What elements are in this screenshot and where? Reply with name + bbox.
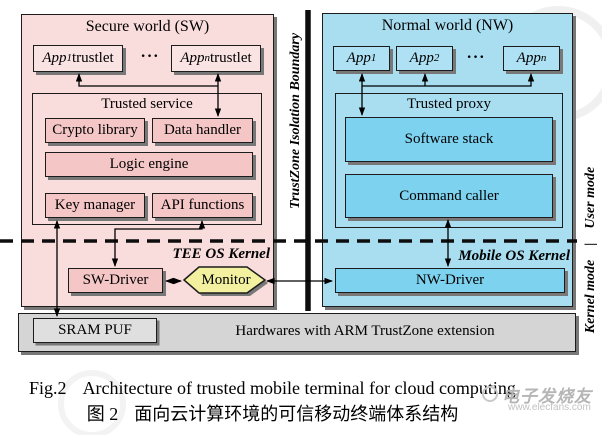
monitor-hexagon-body <box>182 266 267 294</box>
key-manager-box: Key manager <box>45 193 145 218</box>
nw-appn-subscript: n <box>540 52 547 64</box>
monitor-hexagon: Monitor <box>182 265 269 299</box>
normal-apps-ellipsis: ··· <box>466 49 486 66</box>
software-stack-box: Software stack <box>345 117 553 162</box>
mobile-os-kernel-label: Mobile OS Kernel <box>458 248 570 264</box>
monitor-hexagon-shape <box>182 266 268 296</box>
secure-apps-ellipsis: ··· <box>140 48 160 65</box>
nw-app1-name: App <box>346 50 371 66</box>
nw-app2-name: App <box>409 50 434 66</box>
appn-trustlet-subscript: n <box>204 52 211 64</box>
caption-cn-title: 面向云计算环境的可信移动终端体系结构 <box>134 404 459 424</box>
command-caller-box: Command caller <box>345 174 553 218</box>
sram-puf-box: SRAM PUF <box>33 318 157 343</box>
secure-world-title: Secure world (SW) <box>85 18 210 35</box>
nw-app2-subscript: 2 <box>433 52 440 64</box>
logic-engine-box: Logic engine <box>45 152 253 177</box>
caption-chinese: 图 2 面向云计算环境的可信移动终端体系结构 <box>0 400 545 426</box>
watermark-logo-icon <box>482 386 498 402</box>
watermark-ring-decoration <box>58 370 126 435</box>
caption-fig-title: Architecture of trusted mobile terminal … <box>82 378 516 398</box>
caption-english: Fig.2 Architecture of trusted mobile term… <box>0 378 545 399</box>
trusted-service-title: Trusted service <box>101 96 193 112</box>
nw-app1-subscript: 1 <box>370 52 377 64</box>
data-handler-box: Data handler <box>152 118 253 143</box>
trusted-proxy-title: Trusted proxy <box>406 96 492 112</box>
appn-trustlet-name: App <box>180 50 205 66</box>
appn-trustlet-suffix: trustlet <box>210 50 252 66</box>
tee-os-kernel-label: TEE OS Kernel <box>172 246 270 262</box>
mode-divider: | <box>583 242 598 246</box>
app1-trustlet-suffix: trustlet <box>72 50 114 66</box>
crypto-library-box: Crypto library <box>45 118 145 143</box>
user-mode-label: User mode <box>583 166 598 229</box>
nw-driver-box: NW-Driver <box>335 268 565 293</box>
mode-labels: Kernel mode | User mode <box>583 130 599 370</box>
caption-cn-label: 图 2 <box>86 404 119 424</box>
app1-trustlet-subscript: 1 <box>66 52 73 64</box>
monitor-label: Monitor <box>201 271 251 288</box>
normal-world-title: Normal world (NW) <box>381 17 514 34</box>
kernel-mode-label: Kernel mode <box>583 259 598 334</box>
watermark-url: www.elecfans.com <box>508 402 591 413</box>
nw-appn-name: App <box>516 50 541 66</box>
hardware-bar-label: Hardwares with ARM TrustZone extension <box>235 323 495 339</box>
trustzone-boundary-label: TrustZone Isolation Boundary <box>288 32 303 210</box>
caption-fig-label: Fig.2 <box>29 378 67 398</box>
app1-trustlet-name: App <box>42 50 67 66</box>
watermark-brand: 电子发烧友 <box>502 387 592 406</box>
api-functions-box: API functions <box>152 193 253 218</box>
sw-driver-box: SW-Driver <box>68 268 163 293</box>
